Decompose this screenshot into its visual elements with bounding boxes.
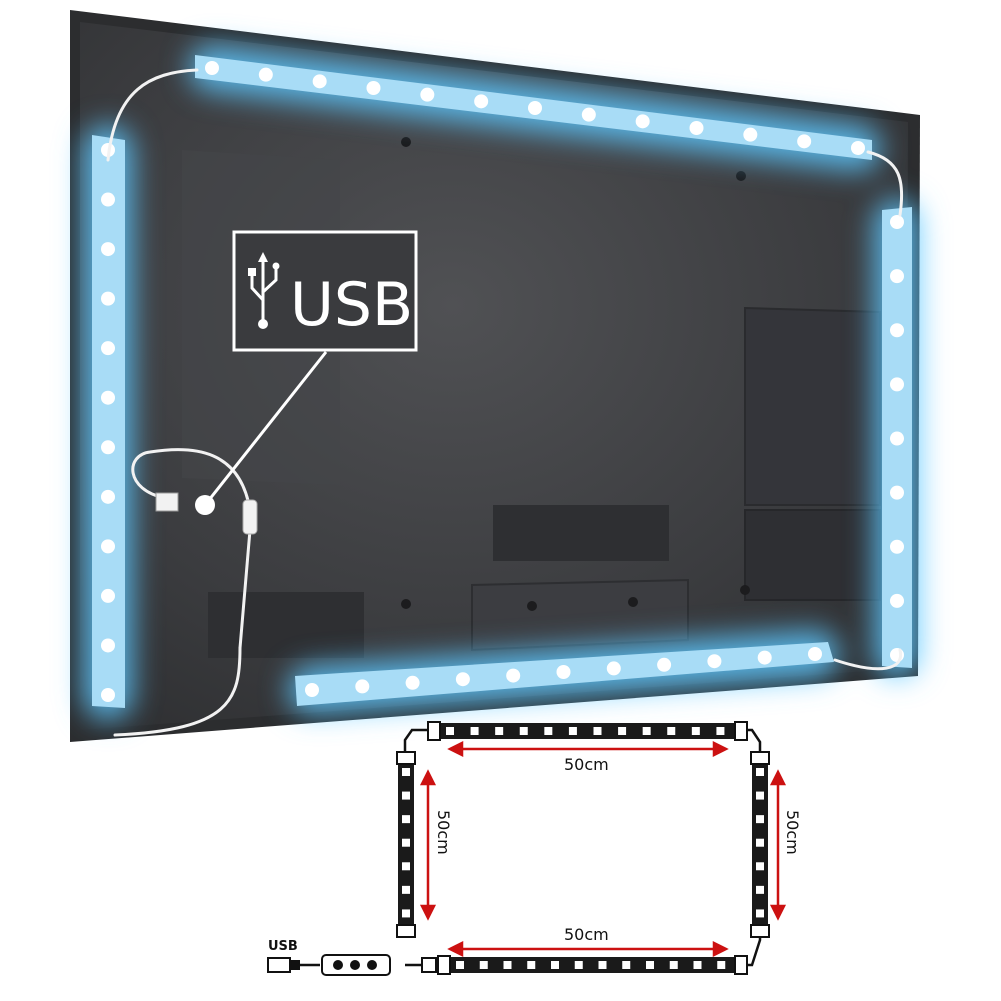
- led-strip-left: [92, 135, 125, 708]
- dimension-right-label: 50cm: [783, 810, 802, 855]
- usb-plug: [155, 492, 179, 512]
- inline-controller: [242, 499, 258, 535]
- diagram-usb-label: USB: [268, 939, 298, 954]
- dimension-left-label: 50cm: [434, 810, 453, 855]
- tv-back-panel: [70, 10, 920, 742]
- led-dots: [101, 61, 904, 702]
- usb-cable: [106, 68, 904, 737]
- diagram-strip-top: [440, 723, 735, 739]
- diagram-usb-plug-icon: [267, 957, 300, 973]
- usb-callout: USB: [203, 230, 418, 506]
- diagram-controller: [321, 954, 391, 976]
- vent-grille-center: [493, 505, 669, 561]
- strip-layout-diagram: USB 50cm 50cm 50cm 50cm: [267, 721, 802, 976]
- dimension-bottom-label: 50cm: [564, 925, 609, 944]
- vent-grille-left: [208, 592, 364, 658]
- usb-icon: [248, 252, 280, 329]
- diagram-strip-bottom: [450, 957, 735, 973]
- usb-callout-label: USB: [290, 270, 413, 340]
- dimension-top-label: 50cm: [564, 755, 609, 774]
